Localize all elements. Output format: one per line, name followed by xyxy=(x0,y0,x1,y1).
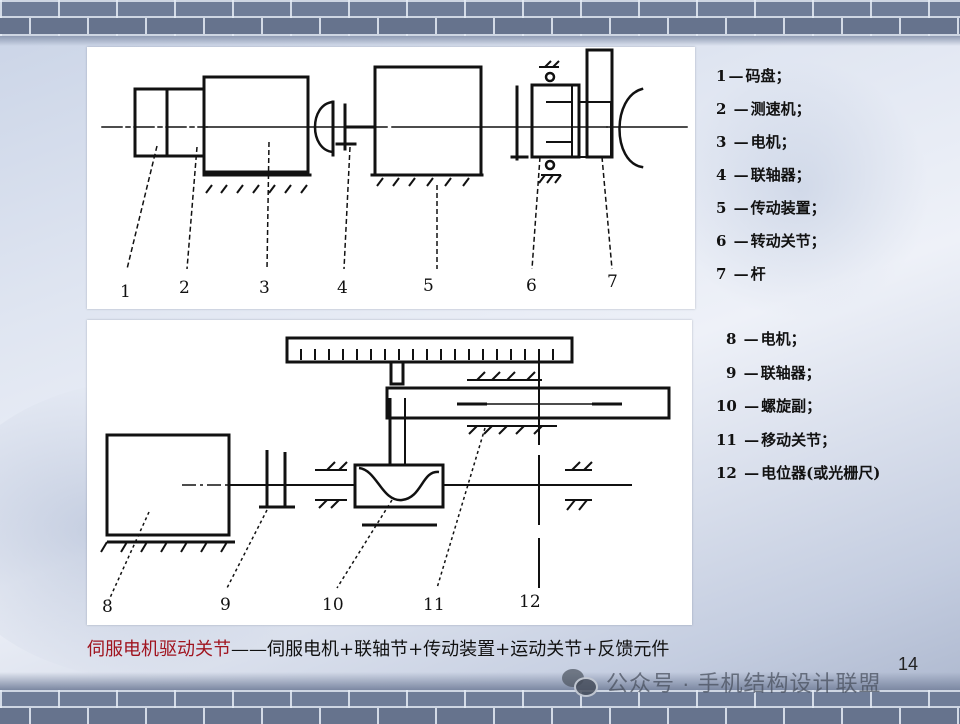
linear-joint-schematic: 8 9 10 11 12 xyxy=(100,336,671,617)
part-label-10: 10 xyxy=(322,595,344,615)
wechat-icon xyxy=(562,669,598,697)
caption-highlight: 伺服电机驱动关节 xyxy=(87,639,231,660)
ground-hatch xyxy=(100,371,593,553)
part-label-5: 5 xyxy=(423,276,434,296)
caption-separator: —— xyxy=(231,639,267,660)
watermark-text: 公众号 · 手机结构设计联盟 xyxy=(606,671,882,696)
legend-item: 6 —转动关节； xyxy=(716,232,826,250)
legend-item: 12 —电位器(或光栅尺) xyxy=(716,464,881,482)
page-number: 14 xyxy=(898,654,919,674)
footer-fade xyxy=(0,672,960,690)
ruler-ticks xyxy=(300,349,554,360)
caption-formula: 伺服电机+联轴节+传动装置+运动关节+反馈元件 xyxy=(267,639,670,660)
part-label-12: 12 xyxy=(519,592,541,612)
part-label-2: 2 xyxy=(179,278,190,298)
slide-caption: 伺服电机驱动关节——伺服电机+联轴节+传动装置+运动关节+反馈元件 xyxy=(87,635,669,661)
part-label-7: 7 xyxy=(607,272,618,292)
linear-joint-diagram: 8 9 10 11 12 xyxy=(87,320,692,625)
legend-item: 11 —移动关节； xyxy=(716,430,837,449)
legend-item: 2 —测速机； xyxy=(716,100,811,118)
legend-item: 8 —电机； xyxy=(726,330,806,348)
part-label-4: 4 xyxy=(337,278,348,298)
legend-item: 9 —联轴器； xyxy=(726,363,821,382)
part-label-8: 8 xyxy=(102,597,113,617)
legend-item: 7 —杆 xyxy=(716,265,766,283)
part-label-1: 1 xyxy=(120,282,131,302)
legend-item: 4 —联轴器； xyxy=(716,166,811,184)
rotary-joint-diagram: 1 2 3 4 5 6 7 xyxy=(87,47,695,309)
part-label-3: 3 xyxy=(259,278,270,298)
legend-linear-joint: 8 —电机； 9 —联轴器； 10 —螺旋副； 11 —移动关节； 12 —电位… xyxy=(716,323,880,491)
watermark: 公众号 · 手机结构设计联盟 xyxy=(562,666,882,698)
ground-hatch xyxy=(205,60,562,194)
rotary-joint-schematic: 1 2 3 4 5 6 7 xyxy=(101,48,688,302)
header-brick-band xyxy=(0,0,960,36)
background-decoration xyxy=(670,60,930,320)
part-label-6: 6 xyxy=(526,276,537,296)
part-label-9: 9 xyxy=(220,595,231,615)
part-label-11: 11 xyxy=(423,595,445,615)
legend-item: 1—码盘； xyxy=(716,67,791,85)
legend-item: 5 —传动装置； xyxy=(716,199,826,217)
legend-rotary-joint: 1—码盘； 2 —测速机； 3 —电机； 4 —联轴器； 5 —传动装置； 6 … xyxy=(716,60,826,291)
header-fade xyxy=(0,36,960,46)
legend-item: 3 —电机； xyxy=(716,133,796,151)
legend-item: 10 —螺旋副； xyxy=(716,397,822,415)
